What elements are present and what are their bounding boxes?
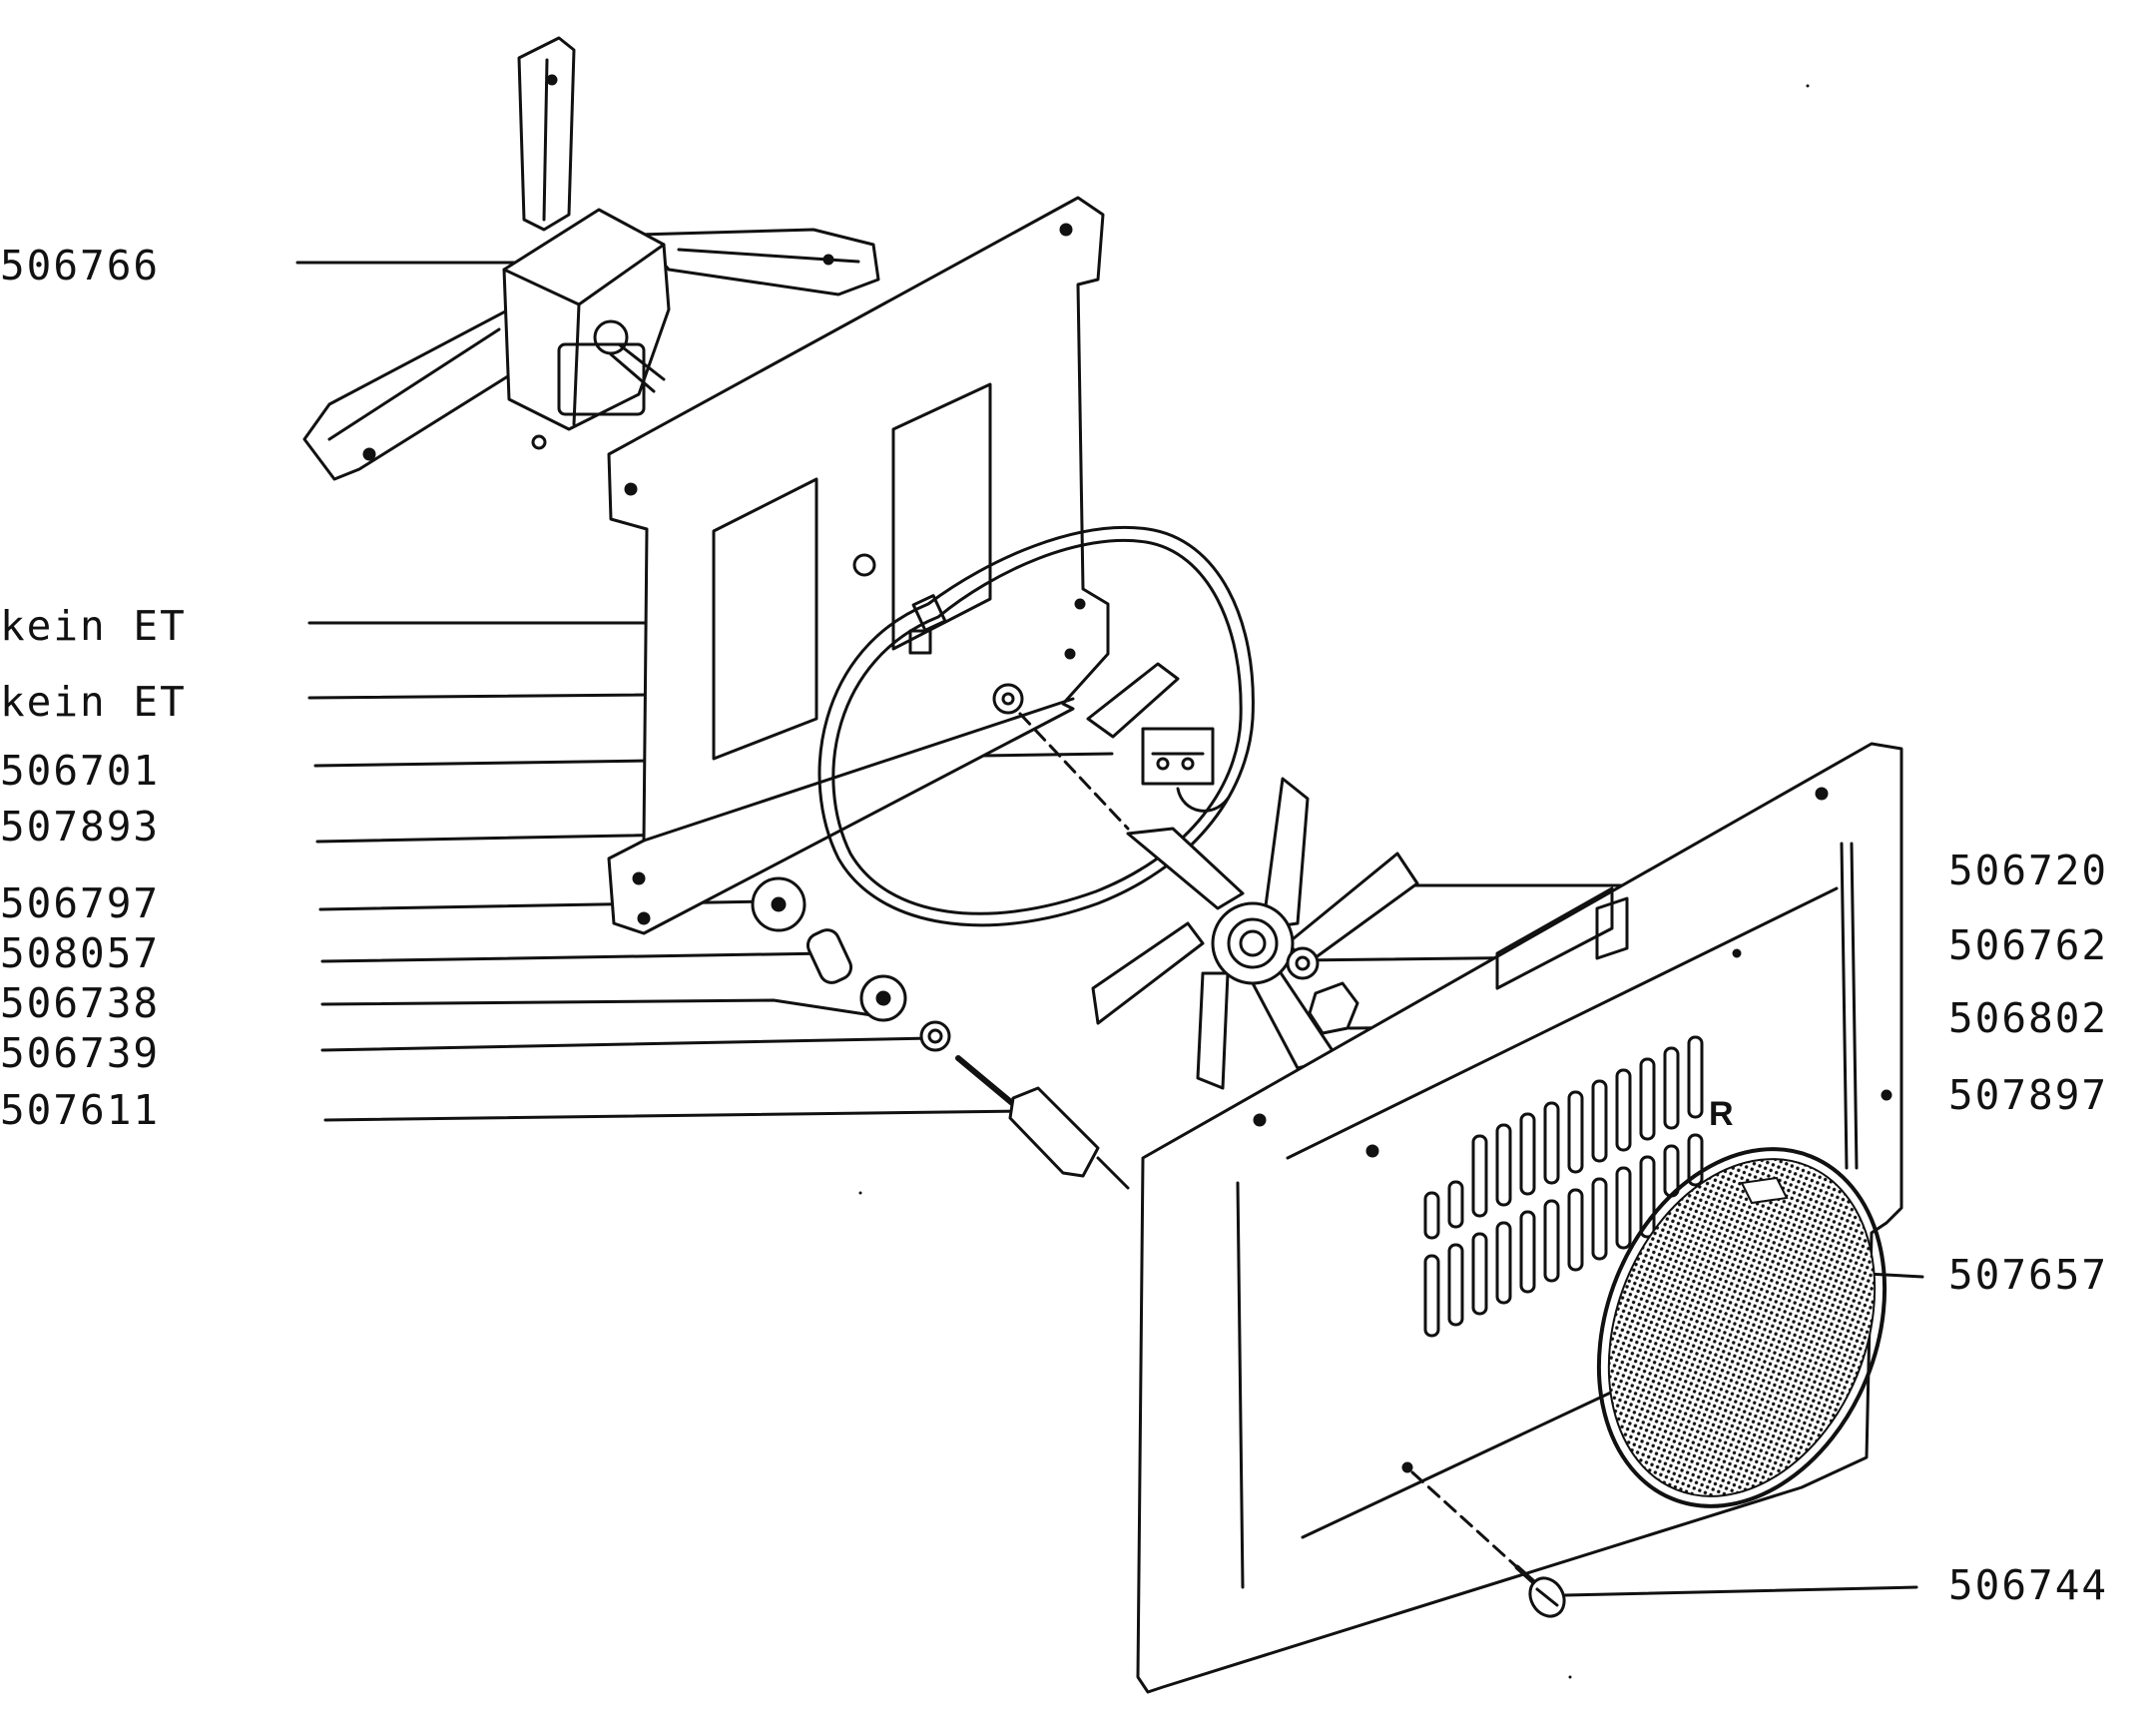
label-motor: 506766 xyxy=(0,242,161,289)
leader-panel-screw xyxy=(1563,1585,1918,1597)
panel-screw xyxy=(1514,1564,1566,1618)
vent-slot xyxy=(1447,1180,1464,1229)
fan-washer-nut xyxy=(1286,946,1359,1035)
label-lamp-holder: 507611 xyxy=(0,1086,161,1134)
terminal-block xyxy=(1086,662,1230,813)
leader-lamp-seal xyxy=(320,1036,935,1052)
label-grease-filter: 507657 xyxy=(1948,1251,2109,1299)
vent-slot xyxy=(1519,1112,1536,1196)
vent-slot xyxy=(1447,1243,1464,1327)
vent-slot xyxy=(1495,1221,1512,1305)
vent-slot xyxy=(1423,1254,1440,1338)
panel-letter-marking: R xyxy=(1709,1095,1734,1133)
vent-slot xyxy=(1471,1134,1488,1218)
label-lamp-cover: 506738 xyxy=(0,979,161,1027)
rear-panel xyxy=(607,196,1110,935)
leader-grease-filter xyxy=(1865,1272,1924,1279)
vent-slot xyxy=(1639,1057,1656,1141)
motor-assembly xyxy=(302,36,880,481)
label-fan-washer: 506762 xyxy=(1948,921,2109,969)
fan-wheel xyxy=(1091,777,1419,1090)
label-lamp-seal: 506739 xyxy=(0,1029,161,1077)
vent-slot xyxy=(1519,1210,1536,1294)
vent-slots xyxy=(1423,1035,1704,1338)
label-lamp-socket: 506797 xyxy=(0,879,161,927)
speck xyxy=(1806,84,1810,88)
label-terminal-block: 506701 xyxy=(0,747,161,795)
vent-slot xyxy=(1567,1090,1584,1174)
vent-slot xyxy=(1591,1079,1608,1163)
vent-slot xyxy=(1495,1123,1512,1207)
vent-slot xyxy=(1615,1166,1632,1250)
label-fan-wheel: 506720 xyxy=(1948,847,2109,894)
label-panel-screw: 506744 xyxy=(1948,1561,2109,1609)
vent-slot xyxy=(1663,1046,1680,1130)
fan-bearing xyxy=(992,683,1130,831)
vent-slot xyxy=(1687,1035,1704,1119)
grease-filter xyxy=(1596,1147,1887,1508)
vent-slot xyxy=(1543,1199,1560,1283)
label-fan-bearing: kein ET xyxy=(0,678,187,726)
label-front-panel: 507897 xyxy=(1948,1071,2109,1119)
vent-slot xyxy=(1615,1068,1632,1152)
speck xyxy=(858,1191,862,1195)
vent-slot xyxy=(1567,1188,1584,1272)
label-lamp-bulb: 508057 xyxy=(0,929,161,977)
vent-slot xyxy=(1423,1191,1440,1240)
vent-slot xyxy=(1639,1155,1656,1239)
vent-slot xyxy=(1471,1232,1488,1316)
leader-lamp-bulb xyxy=(320,951,830,963)
vent-slot xyxy=(1687,1133,1704,1187)
label-ring-heater: 507893 xyxy=(0,803,161,851)
lamp-parts xyxy=(751,876,1130,1190)
vent-slot xyxy=(1591,1177,1608,1261)
speck xyxy=(1568,1675,1572,1679)
label-rear-panel: kein ET xyxy=(0,602,187,650)
leader-lamp-cover xyxy=(320,998,880,1018)
vent-slot xyxy=(1543,1101,1560,1185)
leader-lamp-holder xyxy=(323,1109,1025,1122)
label-fan-nut: 506802 xyxy=(1948,994,2109,1042)
